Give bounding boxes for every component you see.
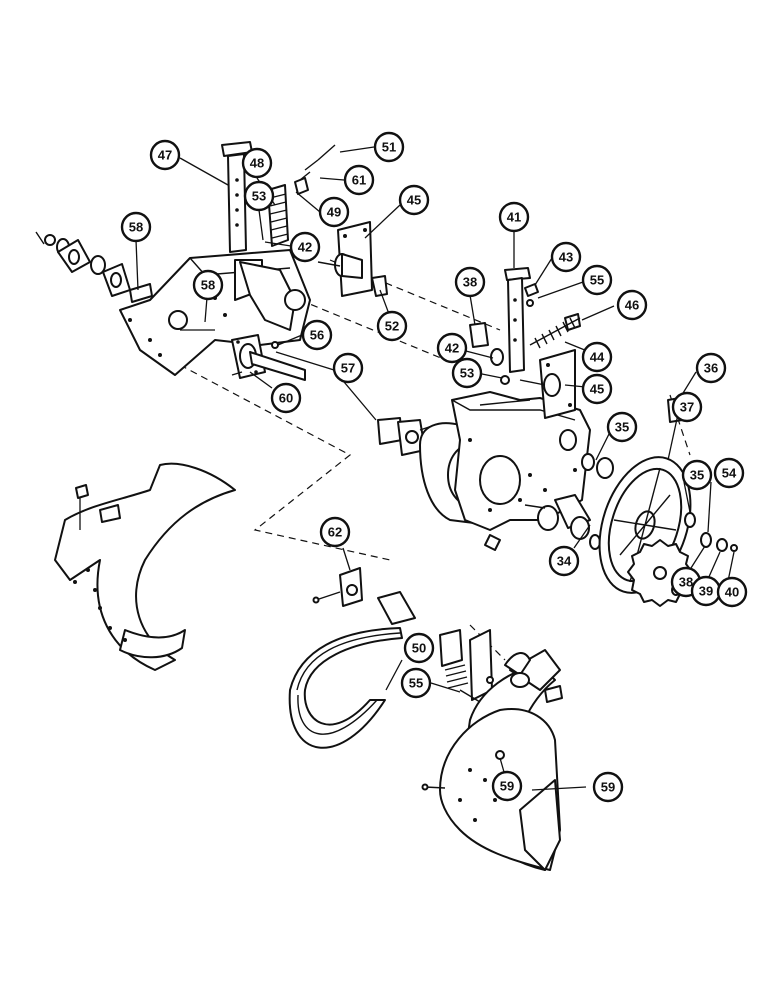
callout-39: 39 xyxy=(690,575,722,607)
callout-42-upper: 42 xyxy=(289,231,321,263)
callout-label: 57 xyxy=(341,361,355,376)
callout-56: 56 xyxy=(301,319,333,351)
callout-48: 48 xyxy=(241,147,273,179)
callout-42-lower: 42 xyxy=(436,332,468,364)
callout-label: 54 xyxy=(722,466,737,481)
callout-label: 41 xyxy=(507,210,521,225)
callout-label: 56 xyxy=(310,328,324,343)
callout-47: 47 xyxy=(149,139,181,171)
center-drive-shaft xyxy=(377,417,436,456)
callout-label: 49 xyxy=(327,205,341,220)
callout-37: 37 xyxy=(671,391,703,423)
callout-label: 35 xyxy=(690,468,704,483)
callout-43: 43 xyxy=(550,241,582,273)
callout-label: 45 xyxy=(407,193,421,208)
callout-50: 50 xyxy=(403,632,435,664)
callout-label: 45 xyxy=(590,382,604,397)
callout-44: 44 xyxy=(581,341,613,373)
callout-35-lower: 35 xyxy=(681,459,713,491)
callout-label: 42 xyxy=(445,341,459,356)
right-spring xyxy=(529,317,581,349)
callout-label: 53 xyxy=(460,366,474,381)
right-gear-housing xyxy=(419,391,591,551)
idler-bracket xyxy=(312,567,416,625)
right-pedal-lever xyxy=(469,267,581,385)
callout-62: 62 xyxy=(319,516,351,548)
drive-belt xyxy=(288,627,403,749)
callout-label: 34 xyxy=(557,554,572,569)
callout-34: 34 xyxy=(548,545,580,577)
callout-51: 51 xyxy=(373,131,405,163)
callout-52: 52 xyxy=(376,310,408,342)
left-gear-housing xyxy=(119,249,311,376)
callout-label: 55 xyxy=(409,676,423,691)
callout-label: 55 xyxy=(590,273,604,288)
callout-label: 38 xyxy=(463,275,477,290)
left-pedal-lever xyxy=(221,141,336,253)
callout-label: 59 xyxy=(500,779,514,794)
callout-label: 47 xyxy=(158,148,172,163)
callout-label: 39 xyxy=(699,584,713,599)
callout-58-lower: 58 xyxy=(192,269,224,301)
callout-label: 46 xyxy=(625,298,639,313)
callout-54: 54 xyxy=(713,457,745,489)
callout-53-upper: 53 xyxy=(243,180,275,212)
callout-59-right: 59 xyxy=(592,771,624,803)
callout-58-upper: 58 xyxy=(120,211,152,243)
callout-label: 58 xyxy=(201,278,215,293)
callout-61: 61 xyxy=(343,164,375,196)
callout-45-lower: 45 xyxy=(581,373,613,405)
callout-label: 35 xyxy=(615,420,629,435)
left-tine-shield xyxy=(54,462,236,671)
callout-label: 59 xyxy=(601,780,615,795)
callout-53-lower: 53 xyxy=(451,357,483,389)
callout-label: 62 xyxy=(328,525,342,540)
callout-55-lower: 55 xyxy=(400,667,432,699)
callout-60: 60 xyxy=(270,382,302,414)
left-shaft-hardware xyxy=(35,231,215,331)
callout-40: 40 xyxy=(716,576,748,608)
callout-45-upper: 45 xyxy=(398,184,430,216)
callout-55-upper: 55 xyxy=(581,264,613,296)
callout-label: 58 xyxy=(129,220,143,235)
callout-label: 42 xyxy=(298,240,312,255)
callout-label: 61 xyxy=(352,173,366,188)
callout-38-upper: 38 xyxy=(454,266,486,298)
callout-46: 46 xyxy=(616,289,648,321)
bearing-block xyxy=(231,334,306,381)
callout-label: 40 xyxy=(725,585,739,600)
callout-label: 53 xyxy=(252,189,266,204)
callout-label: 48 xyxy=(250,156,264,171)
callout-57: 57 xyxy=(332,352,364,384)
callout-59-left: 59 xyxy=(491,770,523,802)
callout-36: 36 xyxy=(695,352,727,384)
clutch-spring-assembly xyxy=(439,629,494,703)
left-pivot-plate xyxy=(317,221,388,297)
callout-label: 38 xyxy=(679,575,693,590)
callout-label: 51 xyxy=(382,140,396,155)
right-pivot-plate xyxy=(519,349,576,419)
callout-49: 49 xyxy=(318,196,350,228)
callout-label: 37 xyxy=(680,400,694,415)
callout-41: 41 xyxy=(498,201,530,233)
callout-label: 44 xyxy=(590,350,605,365)
callout-label: 60 xyxy=(279,391,293,406)
callout-label: 52 xyxy=(385,319,399,334)
callout-label: 36 xyxy=(704,361,718,376)
callout-label: 50 xyxy=(412,641,426,656)
callout-35-upper: 35 xyxy=(606,411,638,443)
callout-label: 43 xyxy=(559,250,573,265)
